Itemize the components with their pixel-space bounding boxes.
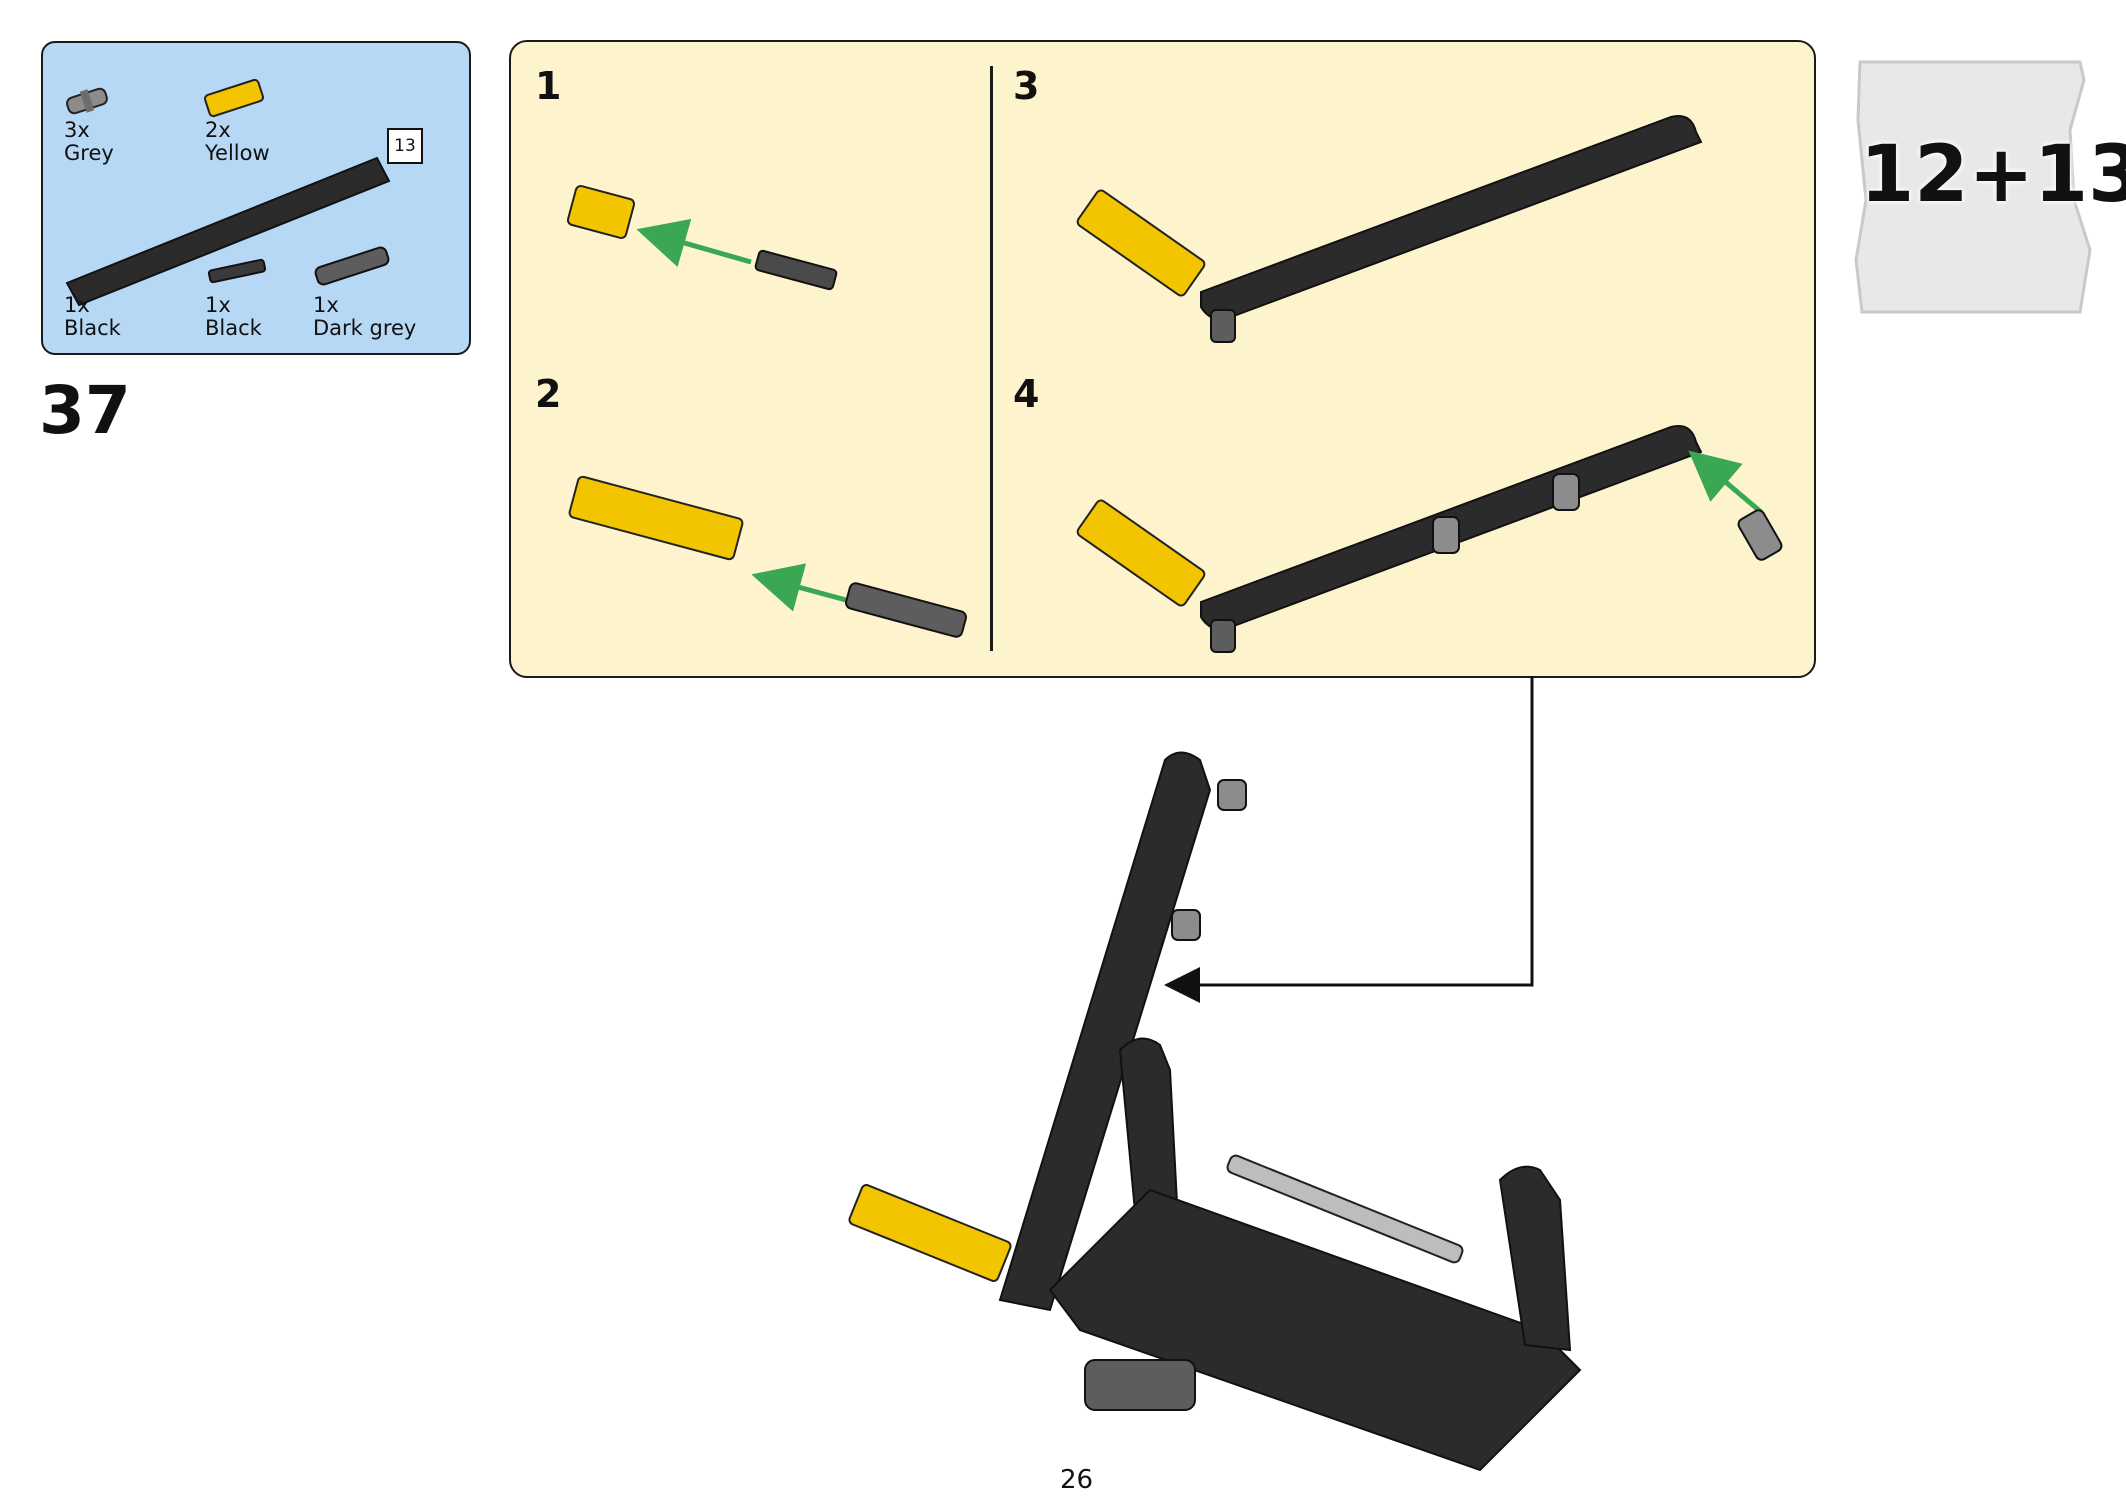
pin-grey-icon <box>66 87 108 115</box>
part-darkgrey-pin: 1x Dark grey <box>313 294 416 340</box>
part-qty: 3x <box>64 118 90 142</box>
assembled-model <box>848 751 1582 1472</box>
part-color: Grey <box>64 141 114 165</box>
part-qty: 1x <box>313 293 339 317</box>
parts-list-box: 13 3x Grey 2x Yellow 1x Black 1x Black 1… <box>41 41 471 355</box>
axle-yellow-icon <box>204 78 264 118</box>
substep-divider <box>990 66 993 651</box>
substep-2-drawing <box>568 475 967 638</box>
page-number: 26 <box>1060 1465 1094 1495</box>
part-color: Dark grey <box>313 316 417 340</box>
sub-assembly-drawings <box>566 115 1783 653</box>
step-number: 37 <box>39 372 131 449</box>
substep-1-drawing <box>566 185 838 291</box>
part-color: Black <box>64 316 121 340</box>
parts-icons <box>65 78 391 307</box>
substep-3-drawing <box>1076 115 1703 343</box>
part-qty: 1x <box>64 293 90 317</box>
axle-black-icon <box>207 258 267 284</box>
substep-4-drawing <box>1076 425 1783 653</box>
pin-darkgrey-icon <box>314 246 390 286</box>
sub-assembly-panel: 1 2 3 4 <box>509 40 1816 678</box>
part-black-beam: 1x Black <box>64 294 121 340</box>
substep-2-number: 2 <box>535 372 562 416</box>
substep-1-number: 1 <box>535 64 562 108</box>
part-yellow-axle: 2x Yellow <box>205 119 270 165</box>
substep-3-number: 3 <box>1013 64 1040 108</box>
part-color: Black <box>205 316 262 340</box>
part-grey-pin: 3x Grey <box>64 119 114 165</box>
beam-length-badge: 13 <box>387 128 423 164</box>
callout-arrow <box>1164 676 1534 1003</box>
part-qty: 1x <box>205 293 231 317</box>
part-qty: 2x <box>205 118 231 142</box>
part-color: Yellow <box>205 141 270 165</box>
beam-13-icon <box>65 156 391 307</box>
substep-4-number: 4 <box>1013 372 1040 416</box>
part-black-axle: 1x Black <box>205 294 262 340</box>
